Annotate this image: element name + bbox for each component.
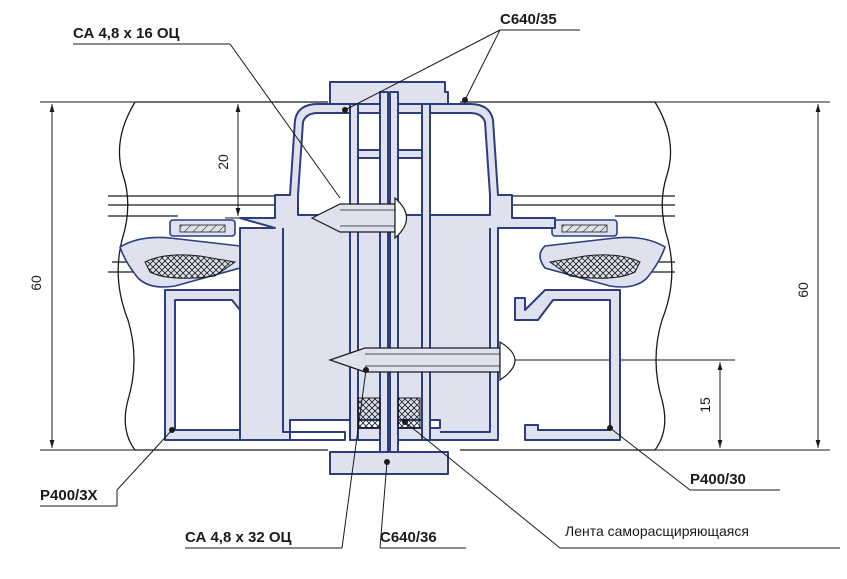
- screw-short: [310, 196, 408, 240]
- screw-long: [328, 340, 516, 382]
- left-gasket: [119, 219, 246, 288]
- dim-right-height: 60: [795, 282, 811, 298]
- dim-top-offset: 20: [215, 154, 231, 170]
- label-profile-top: С640/35: [500, 11, 557, 28]
- dimension-lines: [49, 104, 821, 448]
- label-screw-top: СА 4,8 х 16 ОЦ: [73, 25, 180, 42]
- label-profile-bottom: С640/36: [380, 529, 437, 546]
- dim-bottom-offset: 15: [697, 397, 713, 413]
- label-screw-bottom: СА 4,8 х 32 ОЦ: [185, 529, 292, 546]
- right-gasket: [539, 219, 666, 288]
- label-profile-right: Р400/30: [690, 471, 746, 488]
- leader-lines: [116, 29, 691, 549]
- label-tape: Лента саморасщиряющаяся: [565, 523, 749, 539]
- dim-left-height: 60: [28, 275, 44, 291]
- expanding-tape: [357, 397, 421, 429]
- profile-section: [164, 81, 621, 475]
- label-profile-left: Р400/3Х: [40, 487, 98, 504]
- wall-outline: [108, 101, 675, 451]
